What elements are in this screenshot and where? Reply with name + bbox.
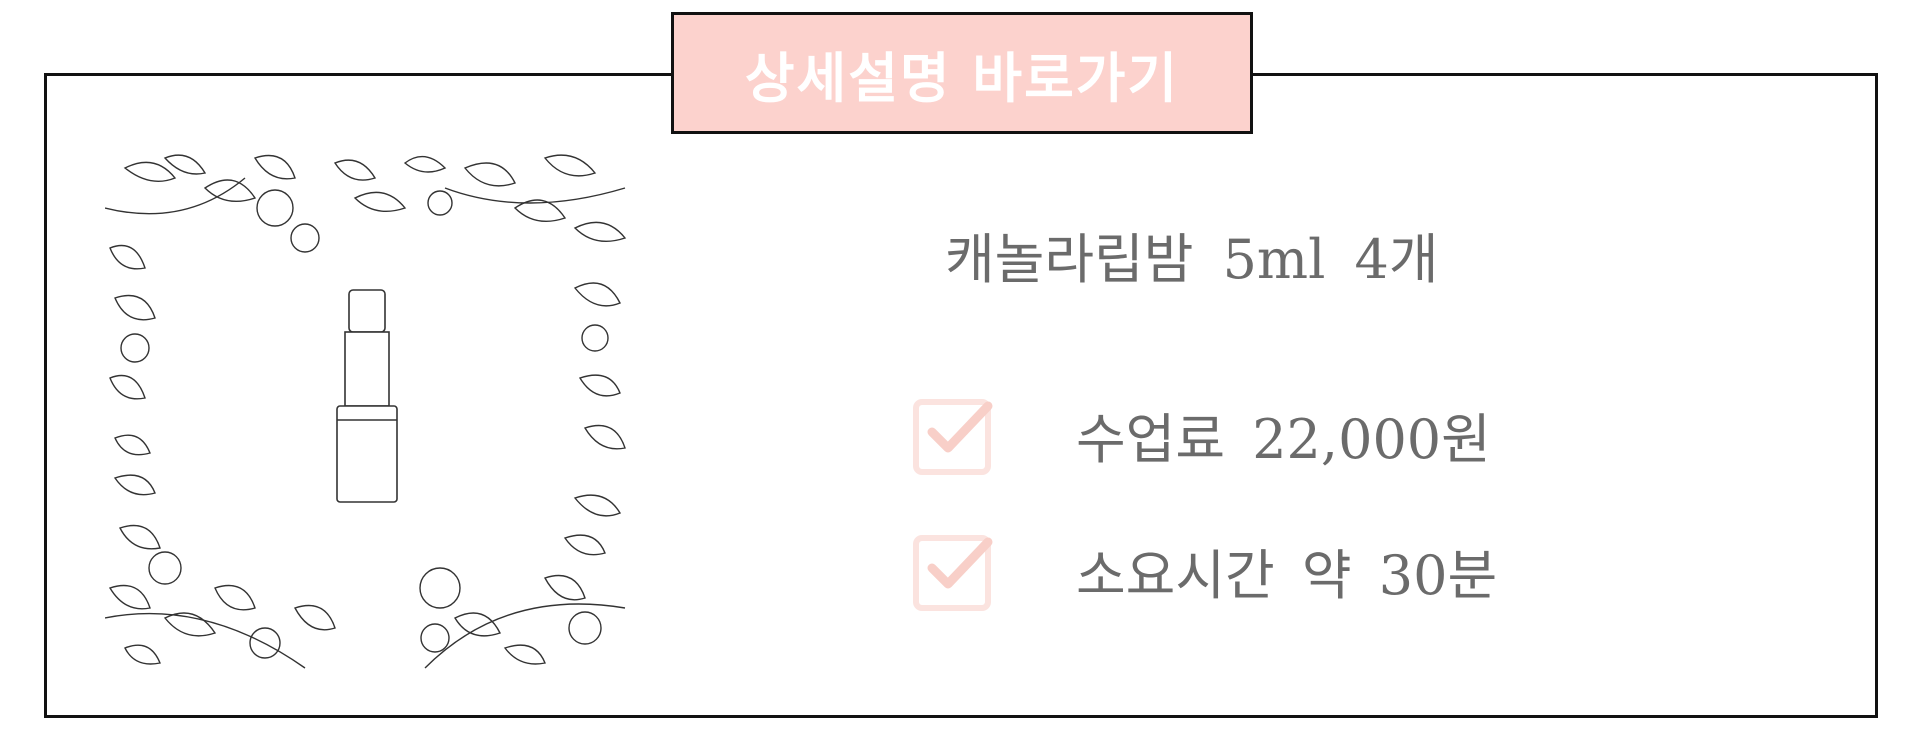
duration-text: 소요시간 약 30분	[1076, 543, 1498, 607]
product-title: 캐놀라립밤 5ml 4개	[945, 228, 1439, 291]
view-details-button[interactable]: 상세설명 바로가기	[671, 12, 1253, 134]
check-icon	[912, 392, 996, 476]
product-illustration	[105, 148, 630, 675]
leaf-border	[105, 154, 627, 669]
duration-row: 소요시간 약 30분	[912, 528, 1497, 612]
check-icon	[912, 528, 996, 612]
lip-balm-tube-icon	[336, 289, 398, 503]
view-details-button-label: 상세설명 바로가기	[744, 46, 1180, 110]
lip-balm-illustration	[105, 154, 627, 669]
fee-row: 수업료 22,000원	[912, 392, 1491, 476]
fee-text: 수업료 22,000원	[1076, 407, 1491, 471]
